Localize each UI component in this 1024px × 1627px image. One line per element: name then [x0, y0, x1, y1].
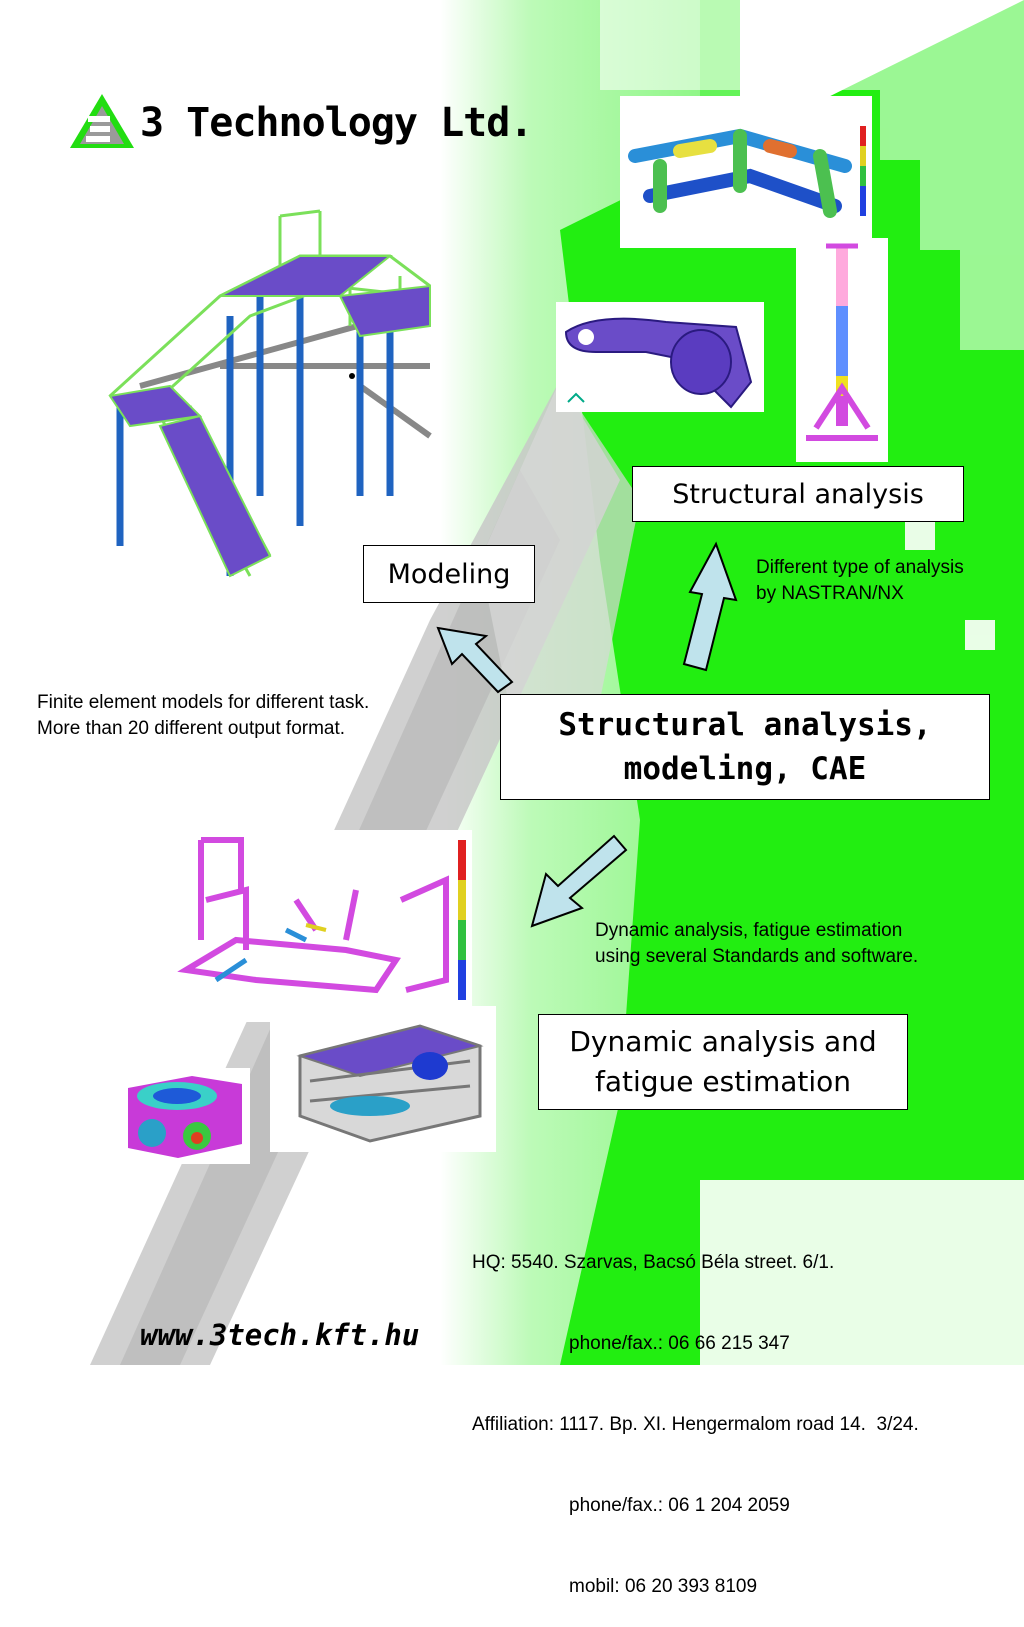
up-arrow-icon — [682, 541, 738, 672]
hq-address: HQ: 5540. Szarvas, Bacsó Béla street. 6/… — [472, 1252, 835, 1273]
modeling-box: Modeling — [363, 545, 535, 603]
frame-structure-plot-image — [146, 830, 472, 1022]
left-arrow-icon — [436, 626, 514, 694]
dynamic-analysis-line1: Dynamic analysis and — [569, 1025, 877, 1058]
structural-analysis-label: Structural analysis — [672, 478, 924, 510]
modeling-caption-line1: Finite element models for different task… — [37, 692, 370, 713]
dynamic-analysis-line2: fatigue estimation — [594, 1065, 852, 1098]
structural-caption: Different type of analysis by NASTRAN/NX — [756, 555, 964, 607]
dynamic-caption-line2: using several Standards and software. — [595, 946, 919, 967]
modeling-label: Modeling — [387, 558, 511, 590]
chassis-stress-plot-image — [620, 96, 872, 248]
dynamic-caption-line1: Dynamic analysis, fatigue estimation — [595, 920, 903, 941]
down-left-arrow-icon — [530, 834, 628, 928]
modeling-caption: Finite element models for different task… — [37, 690, 369, 742]
affiliation-address: Affiliation: 1117. Bp. XI. Hengermalom r… — [472, 1414, 919, 1435]
staircase-fe-model-image — [100, 196, 440, 582]
structural-analysis-box: Structural analysis — [632, 466, 964, 522]
hq-phone: phone/fax.: 06 66 215 347 — [569, 1333, 790, 1354]
central-topic-line1: Structural analysis, — [558, 707, 932, 743]
modal-shape-box-image — [122, 1068, 250, 1164]
company-name: 3 Technology Ltd. — [140, 100, 533, 146]
structural-caption-line2: by NASTRAN/NX — [756, 583, 904, 604]
contact-block: HQ: 5540. Szarvas, Bacsó Béla street. 6/… — [472, 1195, 919, 1627]
mobile-phone: mobil: 06 20 393 8109 — [569, 1576, 758, 1597]
dynamic-caption: Dynamic analysis, fatigue estimation usi… — [595, 918, 918, 970]
structural-caption-line1: Different type of analysis — [756, 557, 964, 578]
website-link[interactable]: www.3tech.kft.hu — [140, 1318, 420, 1352]
affiliation-phone: phone/fax.: 06 1 204 2059 — [569, 1495, 790, 1516]
central-topic-line2: modeling, CAE — [623, 751, 867, 787]
central-topic-box: Structural analysis, modeling, CAE — [500, 694, 990, 800]
mast-analysis-image — [796, 238, 888, 462]
dynamic-analysis-box: Dynamic analysis and fatigue estimation — [538, 1014, 908, 1110]
bus-body-model-image — [270, 1006, 496, 1152]
modeling-caption-line2: More than 20 different output format. — [37, 718, 346, 739]
crank-part-image — [556, 302, 764, 412]
logo-icon — [68, 92, 136, 150]
